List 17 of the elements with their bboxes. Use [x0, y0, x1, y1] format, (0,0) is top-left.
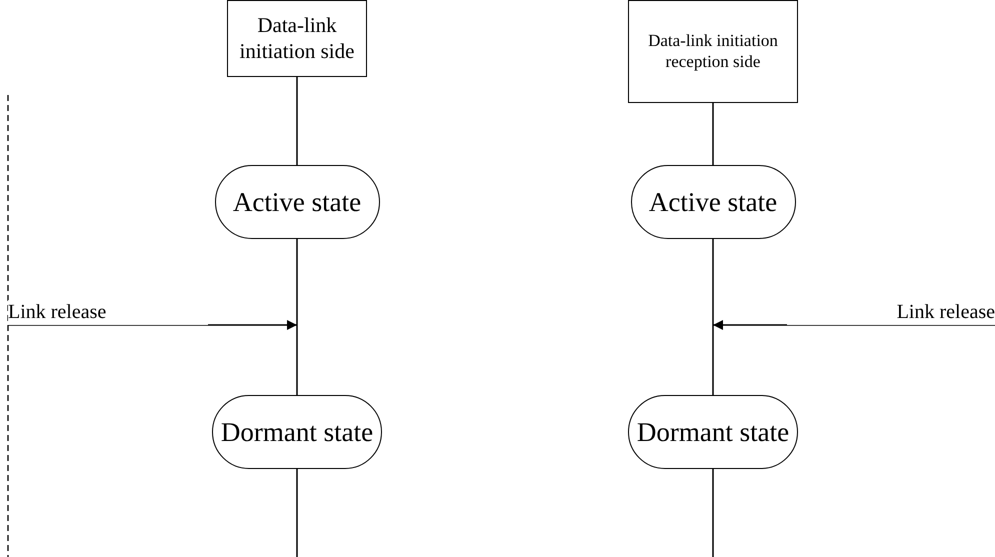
arrow [8, 320, 297, 330]
connector-line [296, 239, 298, 395]
state-text: Data-link initiation reception side [647, 31, 779, 72]
arrow [713, 320, 995, 330]
state-text: Active state [648, 186, 778, 218]
connector-line [712, 103, 714, 165]
state-text: Active state [232, 186, 362, 218]
side-box [628, 0, 798, 103]
state-text: Dormant state [636, 416, 790, 448]
connector-line [712, 469, 714, 557]
connector-line [296, 77, 298, 165]
state-text: Data-link initiation side [238, 13, 356, 64]
connector-line [712, 239, 714, 395]
connector-line [296, 469, 298, 557]
link-release-label: Link release [8, 300, 208, 325]
state-text: Dormant state [220, 416, 374, 448]
side-box [227, 0, 367, 77]
